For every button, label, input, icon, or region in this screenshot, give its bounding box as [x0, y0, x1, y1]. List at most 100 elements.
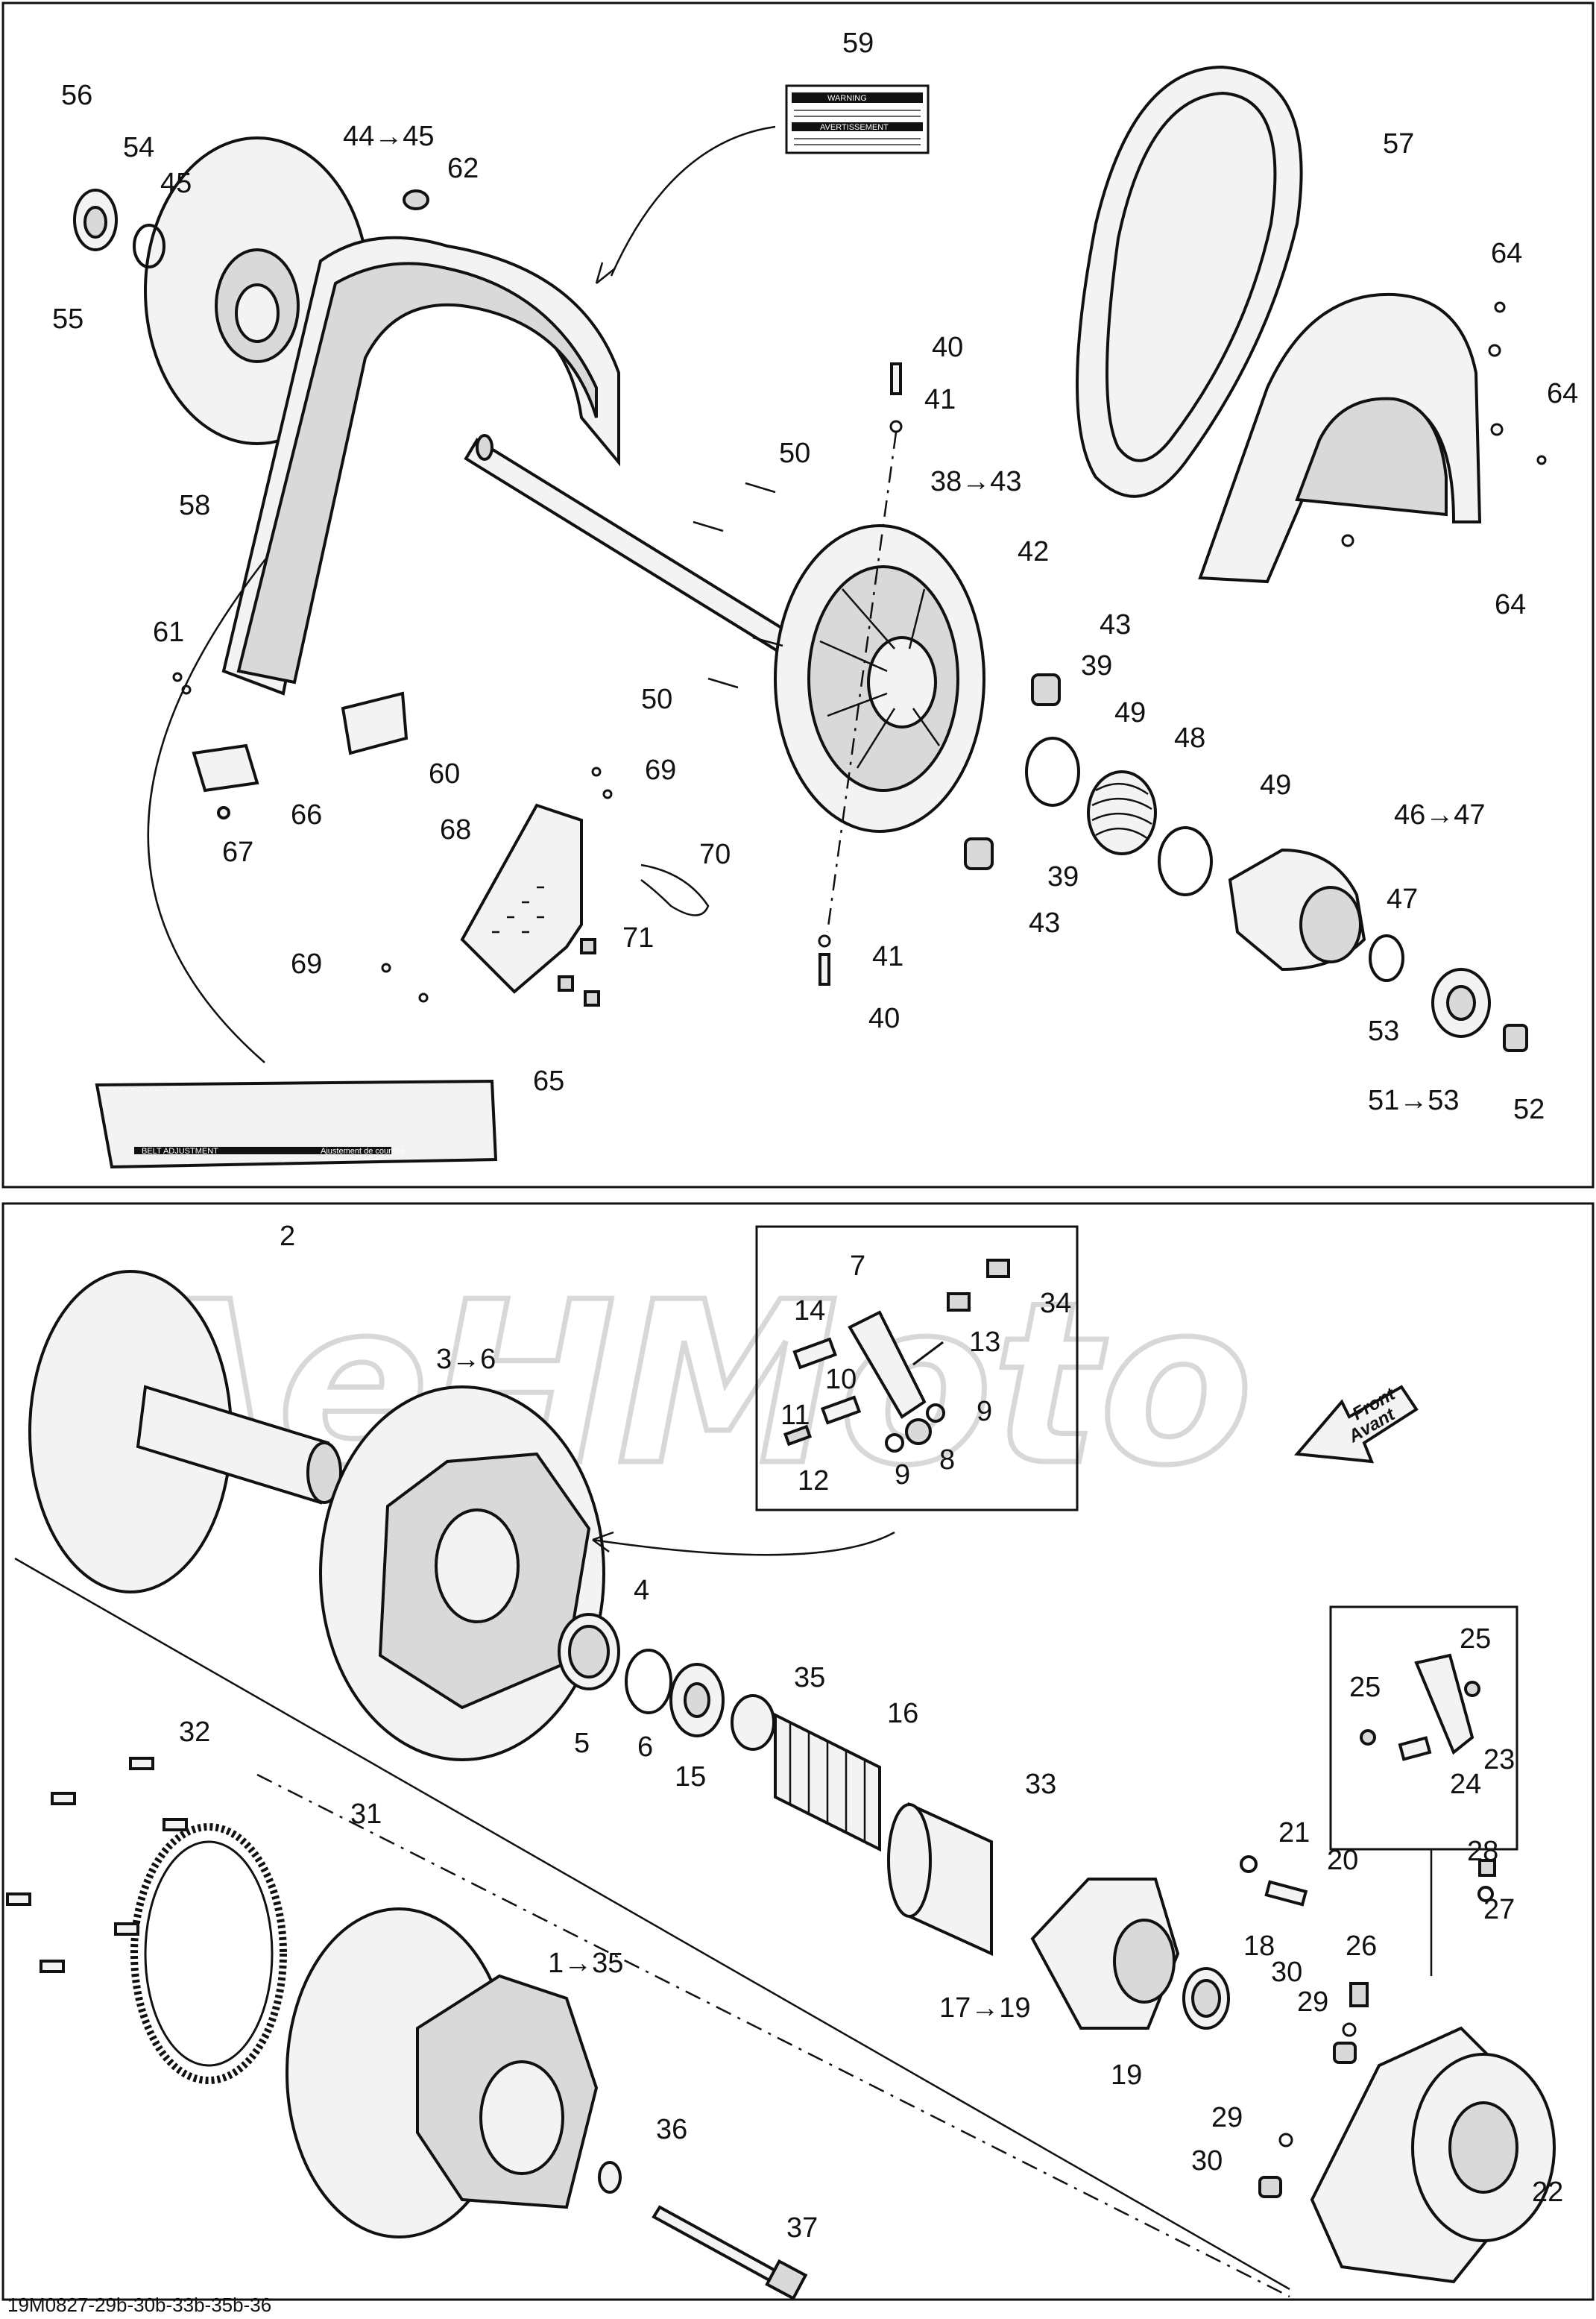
callout-bottom-18: 33	[1025, 1769, 1056, 1800]
nut-part-28	[1478, 1859, 1496, 1877]
sleeve-part-33	[887, 1802, 993, 1957]
callout-top-14: 66	[291, 799, 322, 831]
callout-bottom-9: 12	[798, 1465, 829, 1497]
fastener-part-64	[1341, 301, 1547, 547]
adjustment-plate-part-65: BELT ADJUSTMENT Ajustement de courroie	[95, 1079, 498, 1169]
callout-top-3: 55	[52, 303, 83, 335]
callout-top-28: 39	[1081, 650, 1112, 682]
callout-bottom-21: 23	[1483, 1744, 1515, 1775]
drive-pulley-part-1	[286, 1907, 599, 2238]
callout-bottom-8: 9	[977, 1396, 992, 1427]
callout-top-6: 59	[842, 28, 874, 59]
guard-bracket-part-58	[221, 236, 620, 696]
front-arrow: Front Avant	[1293, 1384, 1419, 1464]
spring-part-16	[774, 1712, 881, 1852]
callout-bottom-30: 30	[1271, 1957, 1302, 1988]
callout-bottom-22: 24	[1450, 1769, 1481, 1800]
callout-top-19: 69	[291, 948, 322, 980]
roller-part-30	[1333, 2042, 1357, 2064]
callout-top-9: 64	[1547, 378, 1578, 409]
bolt-part-34	[947, 1259, 1010, 1312]
callout-top-8: 64	[1491, 238, 1522, 269]
screw-part-26	[1349, 1982, 1369, 2007]
washer-part-9	[885, 1433, 904, 1453]
callout-bottom-35: 19	[1111, 2060, 1142, 2091]
svg-text:AVERTISSEMENT: AVERTISSEMENT	[820, 123, 889, 132]
lever-assembly-box	[755, 1225, 1079, 1511]
callout-bottom-34: 18	[1243, 1931, 1275, 1962]
callout-top-31: 49	[1260, 770, 1291, 801]
screw-part-32	[6, 1757, 188, 1973]
screw-part-25b	[1464, 1681, 1480, 1697]
callout-bottom-26: 20	[1327, 1845, 1358, 1876]
callout-bottom-17: 16	[887, 1698, 918, 1729]
pin-part-24	[1398, 1736, 1432, 1761]
callout-bottom-38: 30	[1191, 2145, 1223, 2177]
callout-bottom-28: 27	[1483, 1894, 1515, 1925]
circlip-part-45	[133, 224, 165, 268]
circlip-part-6	[625, 1649, 672, 1714]
callout-top-36: 41	[872, 941, 903, 972]
washer-part-67	[217, 806, 230, 819]
washer-part-41b	[818, 934, 831, 948]
pin-part-14	[792, 1337, 837, 1370]
nut-part-52	[1503, 1024, 1528, 1052]
callout-bottom-1: 3→6	[436, 1344, 496, 1375]
bolt-part-40	[818, 362, 902, 986]
housing-part-22	[1310, 2026, 1556, 2284]
washer-part-36	[598, 2161, 622, 2194]
callout-bottom-7: 11	[780, 1400, 810, 1431]
callout-top-33: 39	[1047, 861, 1079, 893]
bushing-part-18	[1182, 1967, 1230, 2030]
callout-top-7: 57	[1383, 128, 1414, 160]
callout-top-13: 60	[429, 758, 460, 790]
callout-top-10: 64	[1495, 589, 1526, 620]
callout-top-24: 41	[924, 384, 956, 415]
callout-top-1: 54	[123, 132, 154, 163]
roller-part-8	[905, 1418, 932, 1445]
svg-text:BELT ADJUSTMENT: BELT ADJUSTMENT	[142, 1147, 218, 1156]
washer-part-9b	[926, 1403, 945, 1423]
detail-box-23	[1329, 1605, 1518, 1851]
driven-sheave-part-38	[774, 524, 985, 833]
callout-top-39: 51→53	[1368, 1085, 1460, 1116]
washer-part-27	[1477, 1886, 1494, 1902]
callout-bottom-39: 37	[786, 2212, 818, 2244]
callout-top-0: 56	[61, 80, 92, 111]
callout-bottom-11: 8	[939, 1444, 955, 1476]
roller-part-39	[964, 673, 1061, 870]
callout-top-4: 44→45	[343, 121, 435, 152]
callout-top-11: 58	[179, 490, 210, 521]
callout-top-16: 69	[645, 755, 676, 786]
pin-part-10	[820, 1395, 862, 1425]
spider-part-17	[1030, 1878, 1180, 2030]
fixed-sheave-part-2	[28, 1270, 342, 1593]
roller-part-30b	[1258, 2176, 1282, 2198]
ring-part-49b	[1158, 826, 1213, 896]
callout-bottom-6: 10	[825, 1364, 857, 1395]
nut-part-71	[558, 938, 600, 1007]
pin-part-70	[640, 863, 710, 916]
callout-top-38: 53	[1368, 1016, 1399, 1047]
ring-part-49	[1025, 737, 1080, 807]
washer-part-29b	[1278, 2133, 1293, 2147]
ring-gear-part-31	[130, 1823, 287, 2084]
callout-bottom-36: 36	[656, 2114, 687, 2145]
callout-bottom-29: 26	[1346, 1931, 1377, 1962]
callout-bottom-24: 31	[350, 1799, 382, 1830]
movable-sheave-part-3	[319, 1385, 605, 1761]
callout-top-17: 68	[440, 814, 471, 846]
bushing-part-4	[558, 1613, 620, 1690]
callout-top-21: 50	[779, 438, 810, 469]
callout-bottom-25: 21	[1278, 1817, 1310, 1848]
grommet-part-62	[403, 189, 429, 210]
callout-top-15: 67	[222, 837, 253, 868]
bolt-part-20	[1264, 1880, 1308, 1907]
callout-top-2: 45	[160, 168, 192, 199]
cam-part-46	[1228, 848, 1366, 972]
bushing-part-35	[731, 1694, 775, 1751]
washer-part-21	[1240, 1855, 1258, 1873]
callout-bottom-14: 6	[637, 1731, 653, 1763]
washer-part-41	[889, 420, 903, 433]
screw-part-50	[693, 482, 783, 689]
